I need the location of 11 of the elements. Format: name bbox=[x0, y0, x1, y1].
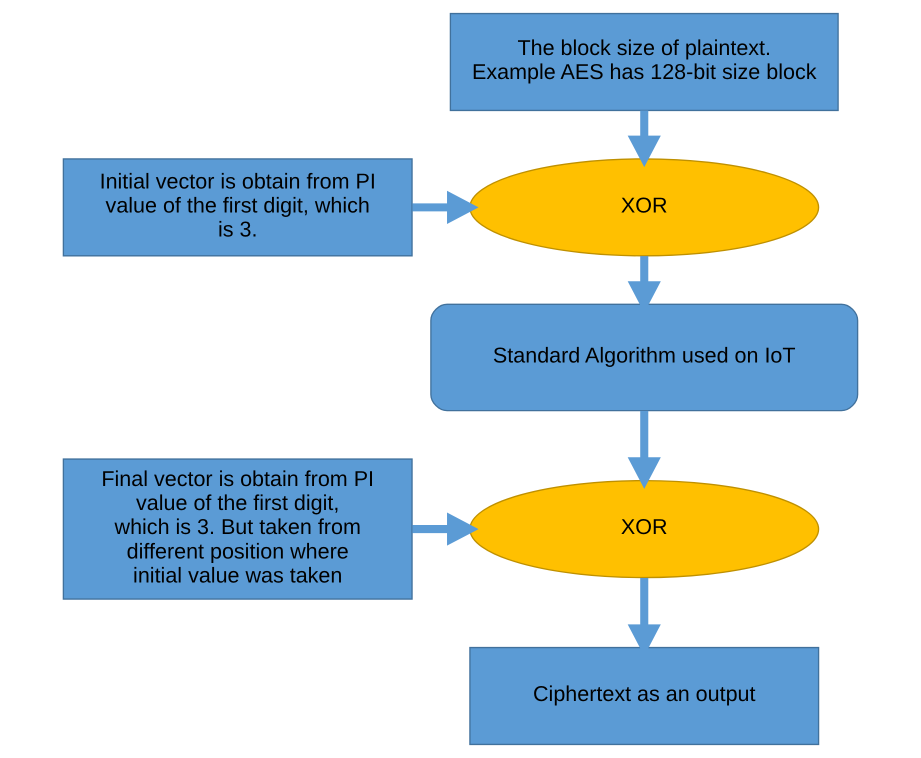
node-box: The block size of plaintext. Example AES has 128-bit size block bbox=[450, 12, 839, 112]
arrow bbox=[628, 110, 661, 168]
node-box: Initial vector is obtain from PI value of the first digit, which is 3. bbox=[62, 158, 413, 256]
node-box: Standard Algorithm used on IoT bbox=[430, 304, 858, 412]
node-box: Ciphertext as an output bbox=[469, 646, 820, 746]
node-ellipse: XOR bbox=[469, 158, 820, 256]
arrow bbox=[628, 410, 661, 489]
arrow bbox=[412, 512, 479, 546]
node-ellipse: XOR bbox=[469, 480, 820, 578]
node-box: Final vector is obtain from PI value of the first digit, which is 3. But taken from different position where initial value was taken bbox=[62, 458, 413, 600]
arrow bbox=[412, 190, 479, 224]
